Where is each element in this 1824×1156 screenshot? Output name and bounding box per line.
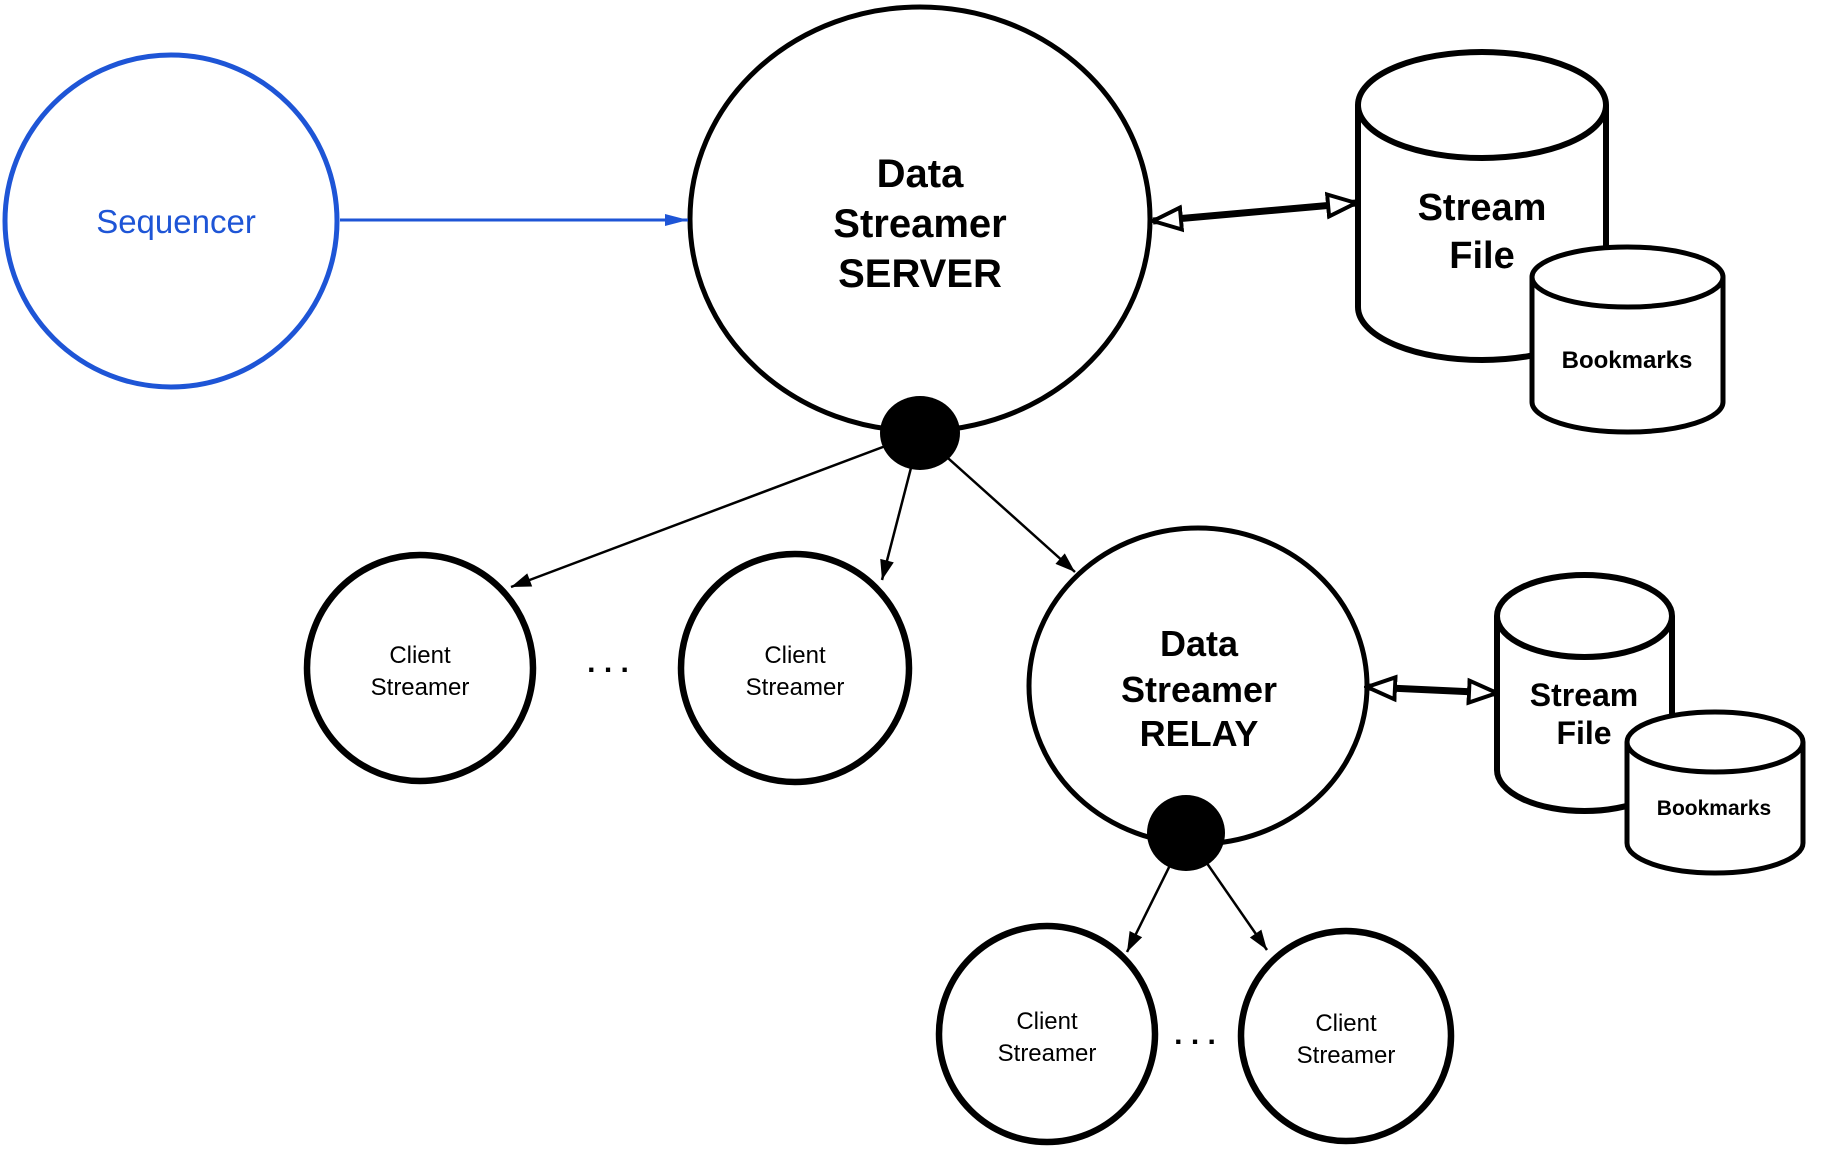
client-streamer-4-circle: [1237, 927, 1455, 1145]
node-client-streamer-2: [677, 550, 913, 786]
stream-file-server-label: Stream File: [1418, 187, 1547, 277]
node-client-streamer-4: [1237, 927, 1455, 1145]
stream-file-server-label-line2: File: [1449, 235, 1514, 277]
client-4-label-line2: Streamer: [1297, 1042, 1396, 1069]
client-streamer-1-circle: [303, 551, 537, 785]
relay-label-line2: Streamer: [1121, 669, 1277, 710]
ellipsis-top: . . .: [587, 646, 629, 679]
client-2-label-line1: Client: [764, 642, 826, 669]
bookmarks-server-cylinder-top: [1529, 244, 1726, 310]
relay-label-line1: Data: [1160, 623, 1239, 664]
edge-server-to-client1-arrow: [510, 431, 921, 589]
bookmarks-relay-cylinder-body: [1624, 742, 1806, 876]
server-label: Data Streamer SERVER: [833, 152, 1006, 296]
server-label-line3: SERVER: [838, 252, 1002, 296]
client-streamer-3-label: Client Streamer: [998, 1008, 1097, 1067]
client-2-label-line2: Streamer: [746, 674, 845, 701]
server-connection-dot: [880, 396, 960, 470]
relay-label-line3: RELAY: [1140, 713, 1259, 754]
stream-file-relay-cylinder-top: [1494, 572, 1675, 660]
client-streamer-2-label: Client Streamer: [746, 642, 845, 701]
sequencer-label: Sequencer: [96, 203, 256, 240]
bookmarks-server-cylinder-body: [1529, 277, 1726, 435]
server-label-line2: Streamer: [833, 202, 1006, 246]
stream-file-relay-label-line1: Stream: [1530, 677, 1639, 713]
server-label-line1: Data: [877, 152, 964, 196]
client-streamer-1-label: Client Streamer: [371, 642, 470, 701]
client-3-label-line2: Streamer: [998, 1040, 1097, 1067]
edge-server-streamfile-bidirectional-arrow: [1153, 203, 1356, 221]
bookmarks-relay-cylinder-top: [1624, 709, 1806, 775]
node-bookmarks-server: [1529, 244, 1726, 435]
client-streamer-3-circle: [935, 922, 1159, 1146]
relay-label: Data Streamer RELAY: [1121, 623, 1277, 754]
client-streamer-4-label: Client Streamer: [1297, 1010, 1396, 1069]
client-4-label-line1: Client: [1315, 1010, 1377, 1037]
node-client-streamer-3: [935, 922, 1159, 1146]
node-client-streamer-1: [303, 551, 537, 785]
stream-file-relay-label: Stream File: [1530, 677, 1639, 751]
stream-file-server-label-line1: Stream: [1418, 187, 1547, 229]
node-stream-file-server: [1355, 49, 1609, 363]
node-bookmarks-relay: [1624, 709, 1806, 876]
relay-connection-dot: [1147, 795, 1225, 871]
bookmarks-relay-label: Bookmarks: [1657, 797, 1771, 820]
stream-file-relay-label-line2: File: [1556, 715, 1611, 751]
sequencer-circle: [2, 52, 340, 390]
edge-relay-streamfile-bidirectional-arrow: [1367, 687, 1497, 693]
stream-file-server-cylinder-top: [1355, 49, 1609, 161]
bookmarks-server-label: Bookmarks: [1562, 347, 1693, 374]
client-streamer-2-circle: [677, 550, 913, 786]
ellipsis-bottom: . . .: [1174, 1018, 1216, 1051]
client-1-label-line2: Streamer: [371, 674, 470, 701]
client-1-label-line1: Client: [389, 642, 451, 669]
node-sequencer: [2, 52, 340, 390]
client-3-label-line1: Client: [1016, 1008, 1078, 1035]
